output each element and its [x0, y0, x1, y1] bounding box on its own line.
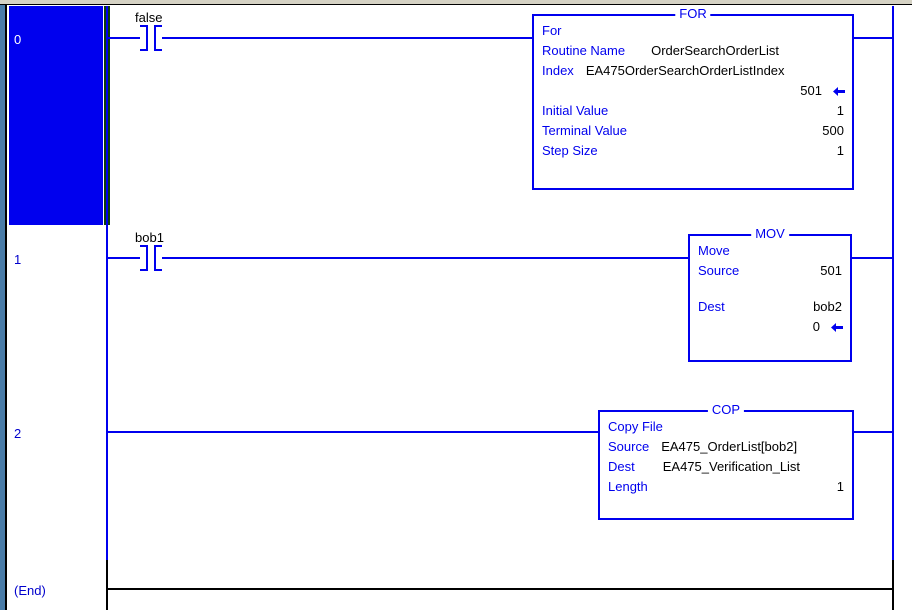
right-power-rail-end: [892, 560, 894, 610]
cop-label-source: Source: [608, 439, 650, 454]
rung-0-wire-left: [106, 37, 140, 39]
mov-value-source[interactable]: 501: [820, 263, 842, 278]
for-row-terminal-value[interactable]: Terminal Value 500: [542, 121, 844, 141]
for-row-routine-name[interactable]: Routine Name OrderSearchOrderList: [542, 41, 844, 61]
rung-number-0[interactable]: 0: [14, 32, 22, 47]
cop-row-dest[interactable]: Dest EA475_Verification_List: [608, 457, 844, 477]
left-power-rail-end: [106, 560, 108, 610]
mov-label-operation: Move: [698, 243, 730, 258]
rung-2-wire-left: [106, 431, 598, 433]
rung-number-2[interactable]: 2: [14, 426, 22, 441]
cop-row-operation: Copy File: [608, 417, 844, 437]
instruction-mnemonic-cop: COP: [707, 403, 745, 416]
instruction-mnemonic-for: FOR: [675, 7, 711, 20]
for-row-step-size[interactable]: Step Size 1: [542, 141, 844, 161]
mov-row-source[interactable]: Source 501: [698, 261, 842, 281]
mov-row-dest[interactable]: Dest bob2: [698, 297, 842, 317]
mov-value-dest[interactable]: bob2: [813, 299, 842, 314]
rung-0-contact-label: false: [135, 10, 163, 25]
for-row-operation: For: [542, 21, 844, 41]
rung-1-wire-right: [162, 257, 688, 259]
rung-1-contact-label: bob1: [135, 230, 164, 245]
mov-row-dest-value: 0: [698, 317, 844, 337]
for-label-terminal-value: Terminal Value: [542, 123, 628, 138]
for-label-step-size: Step Size: [542, 143, 598, 158]
cop-label-operation: Copy File: [608, 419, 663, 434]
instruction-block-cop[interactable]: COP Copy File Source EA475_OrderList[bob…: [598, 403, 854, 520]
for-value-routine-name[interactable]: OrderSearchOrderList: [651, 43, 779, 58]
for-value-initial-value[interactable]: 1: [836, 103, 844, 118]
for-row-index-value: 501: [542, 81, 846, 101]
mov-label-source: Source: [698, 263, 740, 278]
right-power-rail: [892, 6, 894, 562]
instruction-mnemonic-mov: MOV: [751, 227, 789, 240]
for-label-index: Index: [542, 63, 574, 78]
for-row-index[interactable]: Index EA475OrderSearchOrderListIndex: [542, 61, 844, 81]
editor-left-border: [5, 5, 7, 610]
left-arrow-icon: [830, 321, 844, 335]
for-value-terminal-value[interactable]: 500: [822, 123, 844, 138]
rung-1-wire-to-rail: [851, 257, 893, 259]
left-arrow-icon: [832, 85, 846, 99]
for-value-index[interactable]: EA475OrderSearchOrderListIndex: [585, 63, 785, 78]
end-rung-wire: [106, 588, 894, 590]
rung-2-wire-to-rail: [854, 431, 893, 433]
cop-label-length: Length: [608, 479, 648, 494]
end-rung-label: (End): [14, 583, 46, 598]
rung-number-1[interactable]: 1: [14, 252, 22, 267]
cop-value-length[interactable]: 1: [836, 479, 844, 494]
for-label-initial-value: Initial Value: [542, 103, 609, 118]
mov-label-dest: Dest: [698, 299, 725, 314]
rung-selection-highlight[interactable]: [9, 6, 103, 225]
rung-1-wire-left: [106, 257, 140, 259]
cop-label-dest: Dest: [608, 459, 635, 474]
left-power-rail-upper: [106, 6, 108, 225]
vertical-scrollbar[interactable]: [0, 5, 5, 610]
mov-value-dest-current: 0: [812, 319, 820, 334]
rung-0-wire-right: [162, 37, 532, 39]
for-label-operation: For: [542, 23, 562, 38]
left-power-rail-lower: [106, 225, 108, 565]
cop-value-source[interactable]: EA475_OrderList[bob2]: [661, 439, 798, 454]
rung-0-wire-to-rail: [854, 37, 893, 39]
for-row-initial-value[interactable]: Initial Value 1: [542, 101, 844, 121]
for-value-index-current: 501: [800, 83, 822, 98]
cop-row-source[interactable]: Source EA475_OrderList[bob2]: [608, 437, 844, 457]
mov-row-operation: Move: [698, 241, 842, 261]
rung-1-contact-xic[interactable]: [138, 245, 164, 271]
instruction-block-for[interactable]: FOR For Routine Name OrderSearchOrderLis…: [532, 7, 854, 190]
for-label-routine-name: Routine Name: [542, 43, 626, 58]
window-top-chrome: [0, 0, 912, 5]
mov-row-spacer: [698, 281, 842, 297]
cop-row-length[interactable]: Length 1: [608, 477, 844, 497]
instruction-block-mov[interactable]: MOV Move Source 501 Dest bob2 0: [688, 227, 852, 362]
rung-0-contact-xic[interactable]: [138, 25, 164, 51]
for-value-step-size[interactable]: 1: [836, 143, 844, 158]
cop-value-dest[interactable]: EA475_Verification_List: [662, 459, 801, 474]
